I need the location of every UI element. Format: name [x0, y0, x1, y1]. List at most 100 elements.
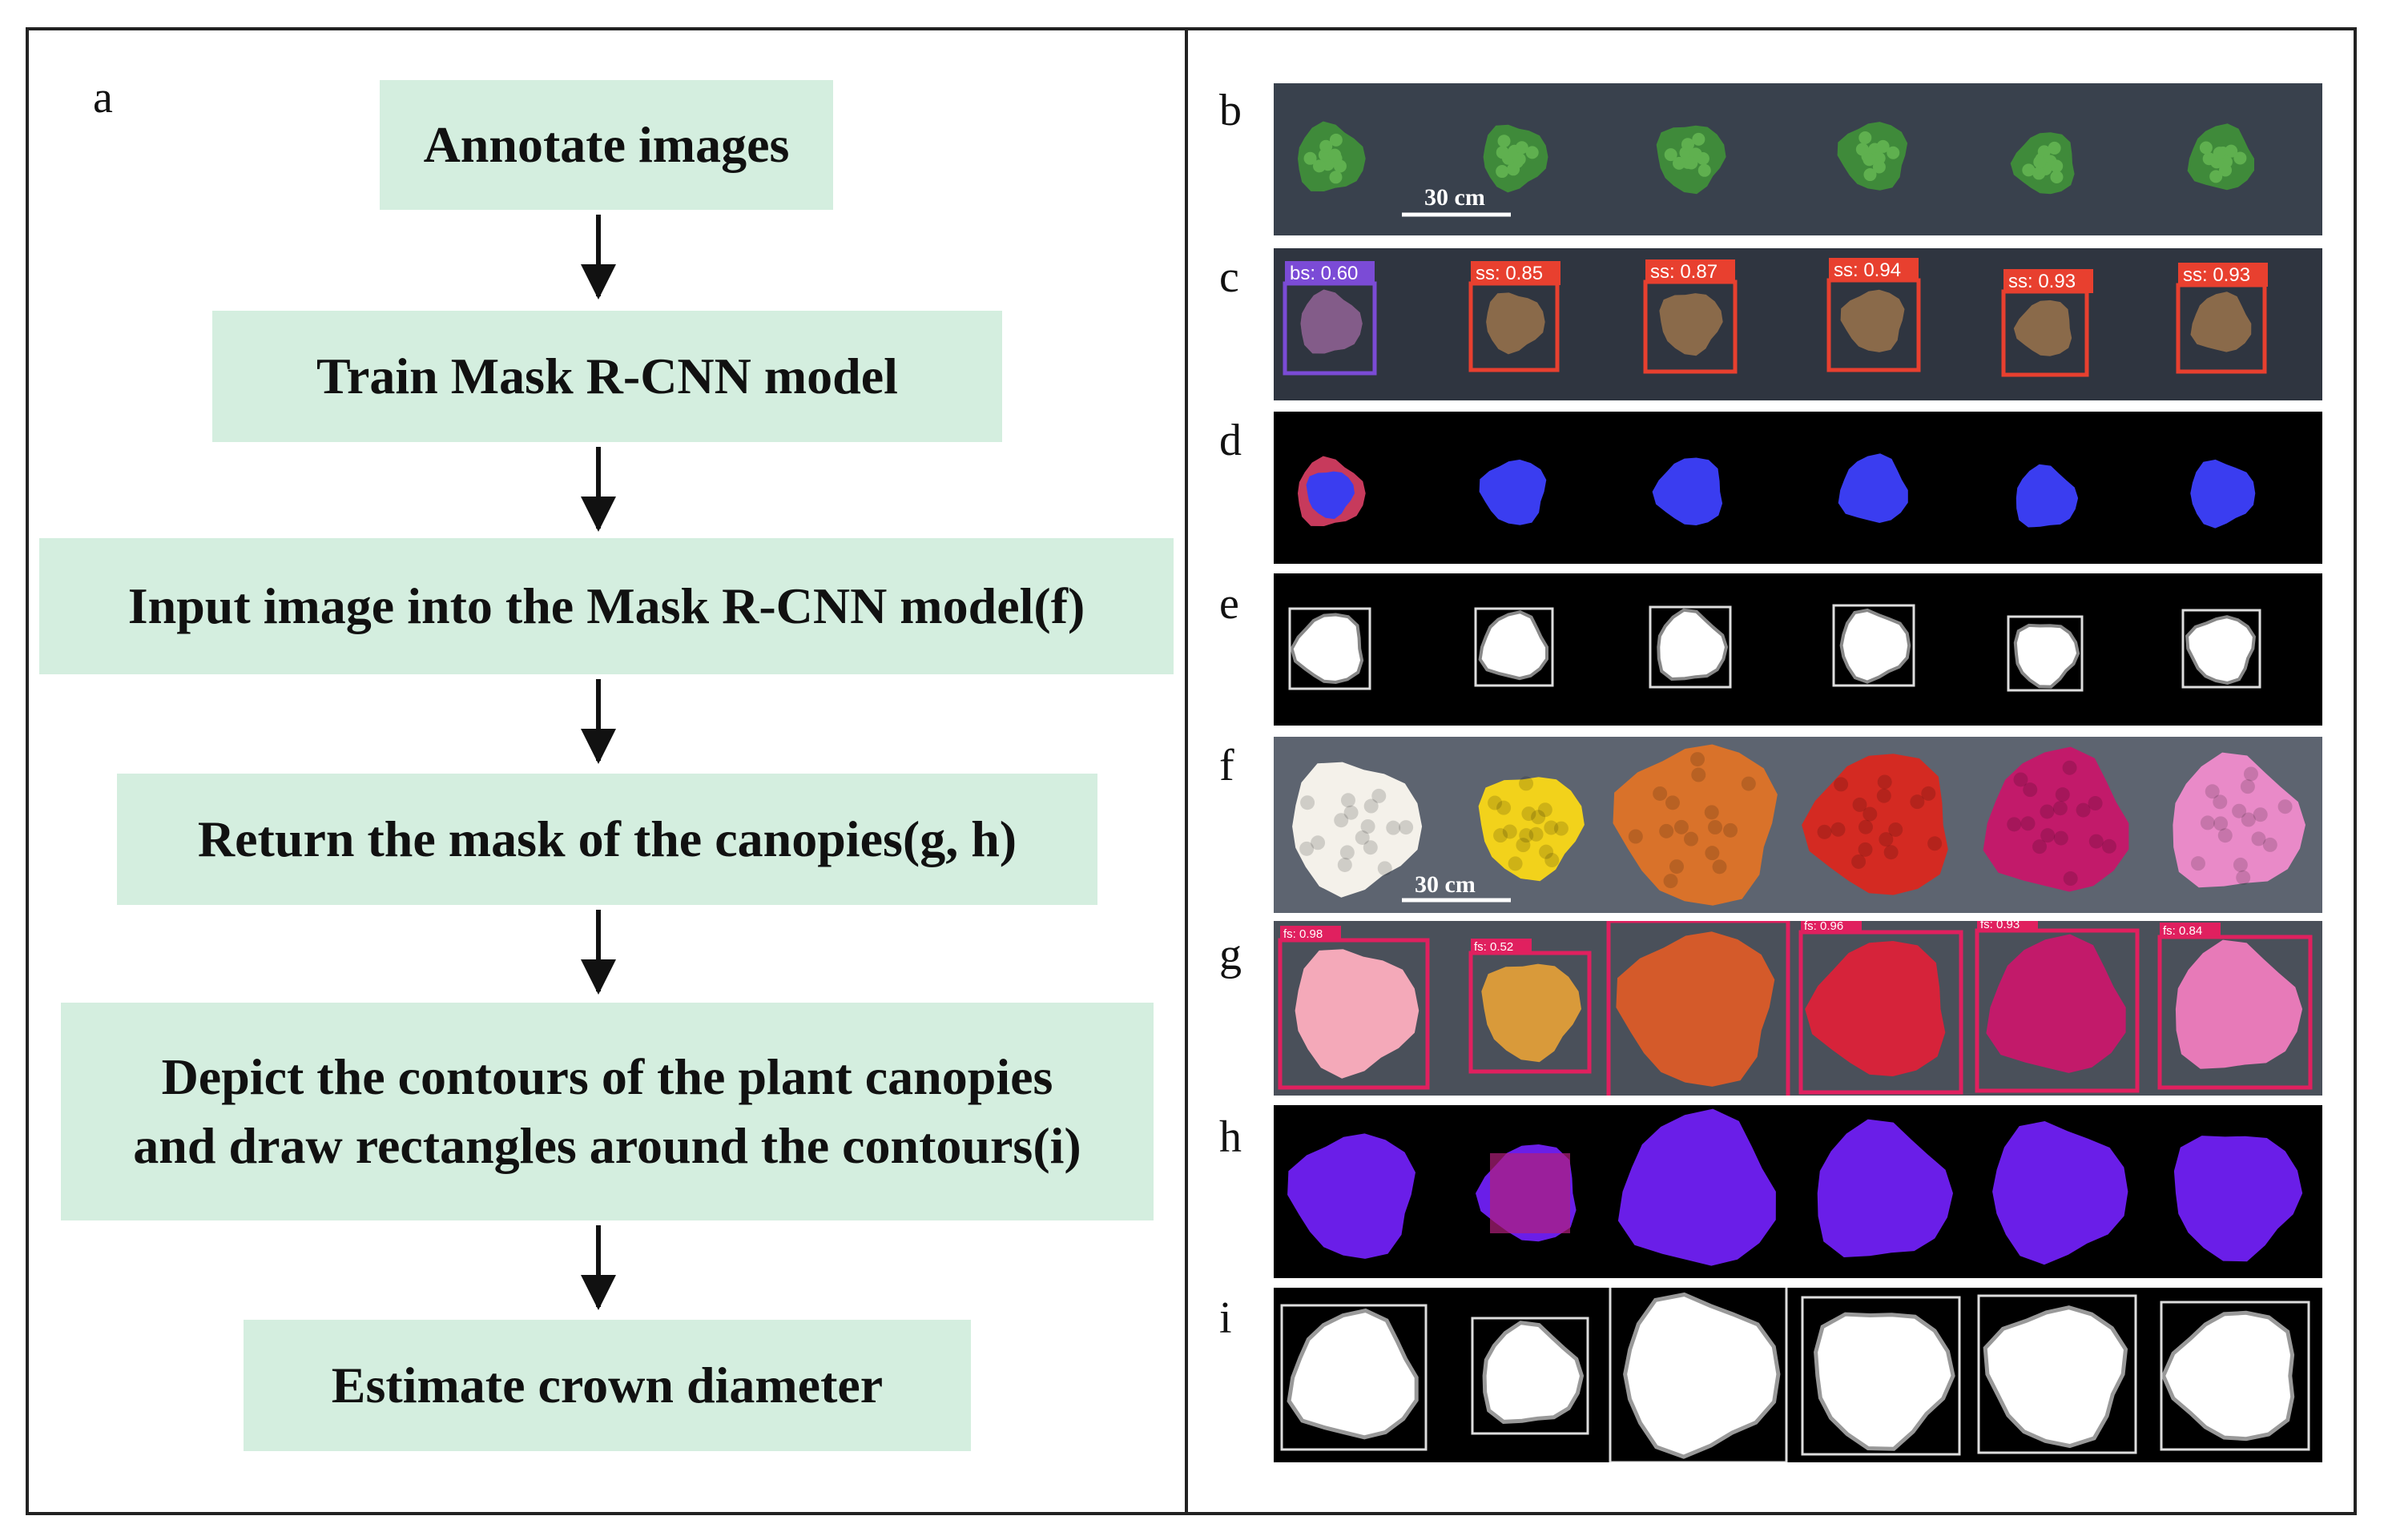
bounding-box: [1606, 921, 1790, 1096]
bounding-rectangle: [2160, 1301, 2310, 1451]
mask-fill: [1287, 1133, 1416, 1259]
flower-mask: [2173, 1136, 2303, 1262]
detection-score: fs: 0.98: [1283, 927, 1323, 941]
flower-head: [2251, 831, 2266, 846]
scale-bar-label: 30 cm: [1415, 871, 1476, 898]
flower-head: [1519, 828, 1534, 843]
flower-head: [2262, 837, 2277, 852]
leaf-cluster: [1872, 160, 1886, 174]
panel-d-image: [1274, 412, 2322, 564]
contour-fill: [1482, 1321, 1585, 1424]
detection-score: fs: 0.93: [1612, 921, 1651, 922]
bounding-rectangle: [1801, 1296, 1961, 1456]
mask-overlap: [1490, 1153, 1570, 1233]
flower-head: [1876, 788, 1891, 803]
flower-head: [2020, 816, 2036, 831]
mask-fill: [2016, 464, 2079, 528]
bounding-box: [1278, 938, 1430, 1090]
flower-head: [2236, 870, 2251, 885]
leaf-cluster: [2032, 167, 2046, 180]
contour-background: [1274, 1288, 2322, 1462]
plant: [2010, 132, 2075, 195]
plant: [1656, 125, 1726, 195]
flower-head: [1712, 859, 1727, 875]
flower-head: [2253, 807, 2268, 822]
flower-plant: [1983, 746, 2129, 892]
panel-a-label: a: [93, 73, 113, 123]
bounding-box: [1975, 928, 2140, 1093]
flower-head: [1927, 836, 1943, 851]
flower-head: [1531, 810, 1546, 825]
flower-head: [1830, 822, 1846, 837]
flower-contour: [1471, 1317, 1589, 1435]
flower-head: [1862, 806, 1878, 822]
flower-canopy: [1481, 963, 1581, 1063]
leaf-cluster: [1696, 152, 1709, 166]
flower-detection: fs: 0.84: [2157, 923, 2313, 1090]
plant-canopy: [2013, 300, 2072, 356]
flower-head: [1539, 844, 1554, 859]
flower-mask: [1476, 1144, 1577, 1242]
contour-fill: [1983, 1305, 2128, 1449]
flower-head: [2088, 796, 2103, 811]
label-tag: [1801, 921, 1862, 934]
panel-d-label: d: [1219, 416, 1242, 465]
step-text: Estimate crown diameter: [331, 1356, 884, 1413]
step-train-model: Train Mask R-CNN model: [212, 311, 1002, 442]
flower-head: [1521, 806, 1536, 822]
flower-head: [1343, 805, 1359, 820]
contour-background: [1274, 573, 2322, 726]
flower-head: [1553, 821, 1569, 836]
leaf-cluster: [1697, 163, 1711, 177]
leaf-cluster: [2199, 141, 2213, 155]
bounding-rectangle: [1471, 1317, 1589, 1435]
detection-score: ss: 0.87: [1650, 261, 1718, 283]
plant-canopy: [1300, 289, 1363, 354]
label-tag: [2178, 263, 2268, 287]
panel-h-image: [1274, 1105, 2322, 1278]
flower-head: [1723, 822, 1738, 838]
canopy-contour: [1288, 607, 1371, 690]
panel-f-label: f: [1219, 741, 1234, 790]
leaf-cluster: [1525, 146, 1539, 159]
flower-head: [1888, 822, 1903, 837]
flower-head: [1493, 828, 1508, 843]
flower-head: [1355, 830, 1370, 845]
canopy-mask: [1838, 453, 1908, 523]
bounding-rectangle: [1280, 1304, 1428, 1451]
leaf-cluster: [1664, 148, 1677, 162]
flower-head: [1496, 800, 1512, 815]
flower-head: [1386, 820, 1401, 835]
flower-canopy: [1295, 949, 1420, 1079]
flower-head: [2232, 803, 2247, 818]
ground-background: [1274, 737, 2322, 913]
leaf-cluster: [1887, 146, 1900, 159]
flower-canopy: [1983, 746, 2129, 892]
mask-overlay: [1300, 289, 1363, 354]
detection-score: ss: 0.94: [1834, 259, 1901, 281]
panel-b-label: b: [1219, 86, 1242, 135]
mask-fill: [1306, 471, 1355, 520]
canopy-mask: [2016, 464, 2079, 528]
flower-head: [1537, 802, 1552, 818]
leaf-cluster: [2225, 144, 2238, 158]
leaf-cluster: [1681, 138, 1694, 151]
bounding-rectangle: [2007, 615, 2084, 692]
detection-score: fs: 0.84: [2163, 924, 2202, 938]
panel-h-svg: [1274, 1105, 2322, 1278]
step-text-line1: Depict the contours of the plant canopie…: [161, 1047, 1053, 1105]
contour-fill: [1814, 1312, 1955, 1451]
bounding-rectangle: [1832, 604, 1915, 687]
step-annotate-images: Annotate images: [380, 80, 833, 210]
mask-fill: [1652, 457, 1723, 525]
leaf-cluster: [1512, 152, 1526, 166]
flower-canopy: [2175, 939, 2303, 1069]
flower-head: [2205, 784, 2220, 799]
step-input-image: Input image into the Mask R-CNN model(f): [39, 538, 1174, 674]
panel-i-image: [1274, 1288, 2322, 1462]
flower-canopy: [1805, 941, 1946, 1076]
